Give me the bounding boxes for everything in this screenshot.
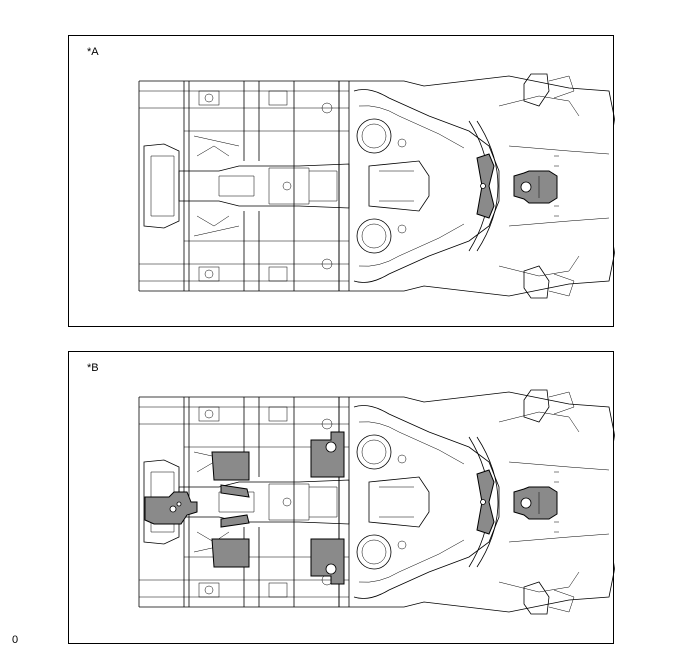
- view-a-label: *A: [87, 46, 99, 58]
- right-tunnel-guard-b: [220, 514, 250, 528]
- corner-code: 0: [12, 634, 19, 646]
- left-engine-cover-b: [310, 431, 345, 478]
- view-b-label: *B: [87, 362, 99, 374]
- front-under-cover-b: [476, 469, 558, 535]
- left-tunnel-guard-b: [220, 484, 250, 498]
- left-rear-floor-cover-b: [211, 451, 250, 481]
- right-engine-cover-b: [310, 538, 345, 585]
- underbody-diagram-b: [138, 389, 615, 615]
- view-b-panel: *B: [68, 351, 615, 644]
- underbody-diagram-a: [138, 73, 615, 299]
- view-a-panel: *A: [68, 35, 615, 327]
- front-under-cover-a: [476, 153, 558, 219]
- right-rear-floor-cover-b: [211, 538, 250, 568]
